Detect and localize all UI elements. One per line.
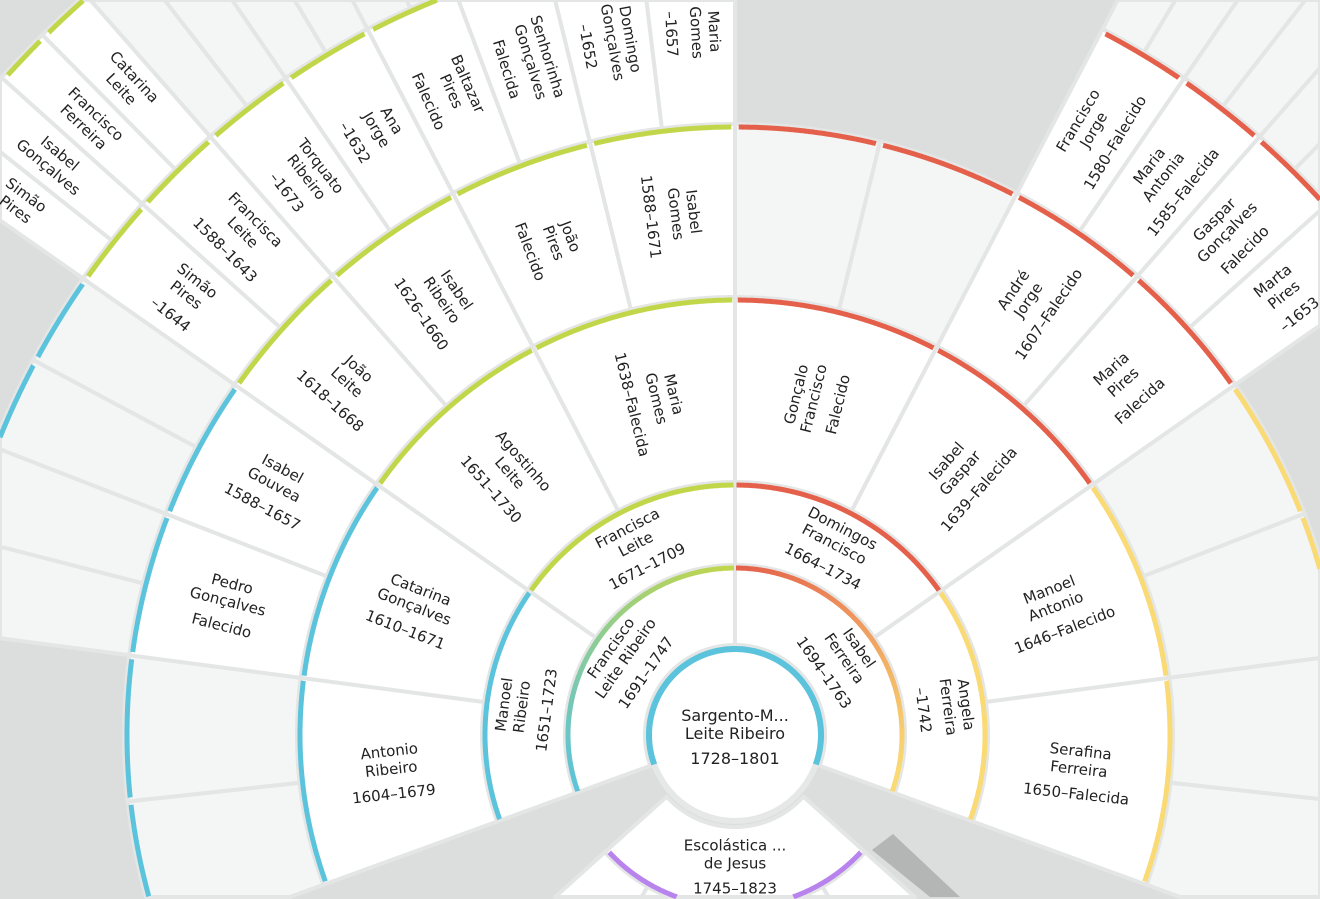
person-label: Sargento-M...Leite Ribeiro 1728–1801 (681, 706, 789, 768)
branch-arc (335, 195, 453, 278)
ancestor-cell[interactable] (970, 675, 1175, 887)
branch-arc (882, 142, 1014, 197)
branch-arc (124, 658, 135, 798)
empty-ancestor-cell (31, 276, 237, 449)
empty-ancestor-cell (733, 122, 883, 312)
branch-arc (214, 81, 285, 138)
empty-ancestor-cell (1141, 511, 1320, 680)
branch-arc (237, 278, 334, 385)
branch-arc (1136, 278, 1233, 385)
empty-ancestor-cell (1182, 0, 1308, 109)
branch-arc (289, 31, 366, 80)
empty-ancestor-cell (122, 653, 303, 804)
empty-ancestor-cell (0, 544, 146, 658)
branch-arc (167, 387, 237, 513)
ancestor-cell[interactable] (0, 75, 145, 243)
empty-ancestor-cell (1142, 0, 1240, 80)
empty-ancestor-cell (404, 0, 432, 11)
branch-arc (128, 804, 152, 898)
branch-arc (938, 591, 988, 821)
branch-arc (1300, 517, 1320, 570)
branch-arc (737, 297, 935, 351)
branch-arc (47, 0, 85, 35)
empty-ancestor-cell (230, 0, 328, 80)
branch-arc (593, 124, 732, 147)
ancestor-cell[interactable] (0, 149, 114, 281)
empty-ancestor-cell (1221, 0, 1320, 139)
descendant-cell[interactable] (602, 794, 868, 899)
ancestor-cell[interactable] (644, 0, 737, 131)
person-name-line: Gomes (686, 6, 707, 60)
branch-arc (482, 591, 532, 821)
overlay-handle[interactable] (872, 834, 960, 897)
empty-ancestor-cell (350, 0, 413, 31)
root-arc (646, 646, 824, 766)
branch-arc (130, 517, 170, 653)
empty-ancestor-cell (837, 139, 1020, 349)
person-dates: –1742 (911, 686, 935, 734)
branch-arc (1104, 31, 1181, 80)
branch-arc (736, 565, 905, 792)
branch-arc (301, 486, 380, 676)
empty-ancestor-cell (1100, 0, 1178, 55)
empty-ancestor-cell (1167, 656, 1320, 802)
branch-arc (565, 565, 734, 792)
branch-arc (378, 348, 533, 485)
branch-arc (297, 680, 328, 882)
branch-arc (1017, 195, 1135, 278)
empty-ancestor-cell (1091, 382, 1307, 579)
person-label: Escolástica ...de Jesus 1745–1823 (684, 837, 786, 898)
branch-arc (35, 282, 85, 359)
empty-ancestor-cell (88, 0, 249, 139)
branch-arc (1185, 81, 1256, 138)
branch-arc (937, 348, 1092, 485)
person-dates: –1657 (661, 11, 682, 58)
person-name-line: Isabel (682, 189, 705, 235)
branch-arc (535, 297, 733, 351)
empty-ancestor-cell (1292, 141, 1320, 198)
ancestor-cell[interactable] (456, 0, 592, 166)
branch-arc (1142, 680, 1173, 882)
branch-arc (145, 140, 211, 204)
person-name-line: Maria (704, 10, 724, 53)
empty-ancestor-cell (125, 780, 326, 899)
branch-arc (0, 364, 36, 439)
person-name-line: Leite Ribeiro (685, 724, 785, 743)
ancestor-cell[interactable] (0, 32, 178, 206)
ancestor-cell[interactable] (40, 0, 213, 172)
branch-arc (1259, 140, 1320, 202)
branch-arc (1090, 486, 1169, 676)
empty-ancestor-cell (0, 447, 168, 586)
ancestor-cell[interactable] (295, 675, 500, 887)
branch-arc (456, 142, 588, 197)
ancestor-cell[interactable] (1188, 208, 1320, 387)
person-name-line: Escolástica ... (684, 837, 786, 855)
person-dates: 1745–1823 (693, 880, 777, 898)
ancestor-cell[interactable] (553, 0, 664, 144)
branch-arc (1233, 387, 1303, 513)
branch-arc (529, 482, 734, 592)
branch-arc (372, 0, 438, 32)
branch-arc (86, 207, 144, 278)
person-dates: 1728–1801 (690, 749, 779, 768)
person-name-line: Ribeiro (364, 757, 418, 781)
empty-ancestor-cell (1144, 780, 1320, 899)
person-name-line: de Jesus (704, 855, 766, 873)
branch-arc (736, 482, 941, 592)
empty-ancestor-cell (292, 0, 370, 55)
branch-arc (5, 39, 42, 77)
branch-arc (738, 124, 877, 147)
descendant-arc (792, 850, 863, 899)
empty-ancestor-cell (162, 0, 288, 109)
person-name-line: Sargento-M... (681, 706, 789, 725)
empty-ancestor-cell (1257, 65, 1320, 172)
descendant-arc (607, 850, 678, 899)
